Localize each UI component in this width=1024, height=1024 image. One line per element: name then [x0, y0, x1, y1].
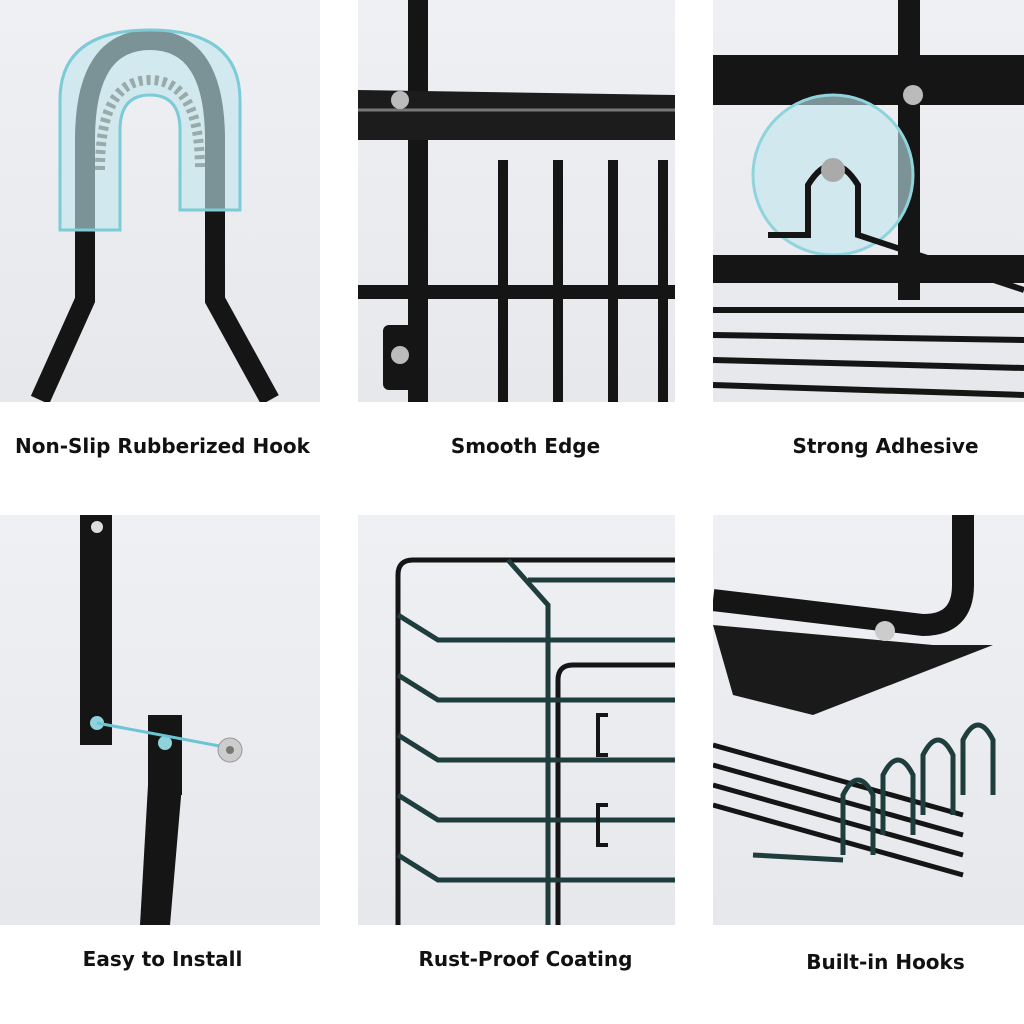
- easy-install-image: [0, 515, 320, 925]
- built-in-hooks-image: [713, 515, 1024, 925]
- feature-label: Non-Slip Rubberized Hook: [15, 434, 310, 458]
- feature-label: Smooth Edge: [450, 434, 601, 458]
- strong-adhesive-image: [713, 0, 1024, 402]
- feature-label: Rust-Proof Coating: [418, 947, 633, 971]
- feature-label: Strong Adhesive: [792, 434, 979, 458]
- smooth-edge-image: [358, 0, 675, 402]
- feature-label: Easy to Install: [82, 947, 243, 971]
- rust-proof-coating-image: [358, 515, 675, 925]
- feature-label: Built-in Hooks: [806, 950, 965, 974]
- rubberized-hook-image: [0, 0, 320, 402]
